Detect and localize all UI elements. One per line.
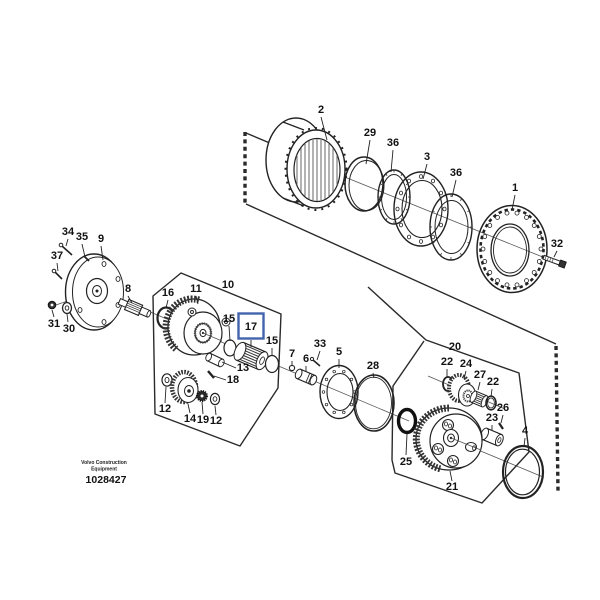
callout-5[interactable]: 5 — [336, 346, 342, 358]
callout-13[interactable]: 13 — [237, 362, 249, 374]
callout-37[interactable]: 37 — [51, 250, 63, 262]
part-12-washer-right — [209, 392, 221, 406]
callout-29[interactable]: 29 — [364, 127, 376, 139]
callout-27[interactable]: 27 — [474, 369, 486, 381]
parts — [47, 117, 567, 500]
main-diagonal-cut — [245, 203, 557, 345]
callout-7[interactable]: 7 — [289, 348, 295, 360]
callout-12b[interactable]: 12 — [210, 415, 222, 427]
part-6-plug — [294, 368, 318, 386]
callout-6[interactable]: 6 — [303, 353, 309, 365]
callout-4[interactable]: 4 — [522, 425, 529, 437]
callout-19[interactable]: 19 — [197, 414, 209, 426]
callout-35[interactable]: 35 — [76, 231, 88, 243]
part-36-bearing-left — [377, 169, 411, 225]
callout-15a[interactable]: 15 — [223, 313, 235, 325]
part-8-shaft — [117, 297, 152, 318]
footer-document-number: 1028427 — [86, 474, 127, 486]
callout-36a[interactable]: 36 — [387, 137, 399, 149]
part-30-washer — [61, 301, 73, 315]
part-13-pin — [205, 352, 225, 368]
part-25-o-ring — [396, 407, 418, 435]
callout-36b[interactable]: 36 — [450, 167, 462, 179]
callout-9[interactable]: 9 — [98, 233, 104, 245]
callout-18[interactable]: 18 — [227, 374, 239, 386]
callout-8[interactable]: 8 — [125, 283, 131, 295]
callout-3[interactable]: 3 — [424, 151, 430, 163]
part-21-planet-carrier — [412, 404, 483, 473]
part-34-screw — [58, 242, 73, 256]
callout-32[interactable]: 32 — [551, 238, 563, 250]
assembly-10-boundary — [152, 272, 282, 447]
part-19-small-gear — [196, 390, 208, 402]
callout-16[interactable]: 16 — [162, 287, 174, 299]
right-section-dashed-edge — [554, 345, 560, 492]
callout-22b[interactable]: 22 — [487, 376, 499, 388]
highlight-box[interactable] — [237, 312, 265, 340]
part-12-washer-left-hole — [164, 376, 170, 384]
footer-brand-line1: Volvo Construction — [81, 460, 127, 466]
callout-12a[interactable]: 12 — [159, 403, 171, 415]
part-12-washer-left — [161, 373, 173, 387]
part-27-splined-sleeve — [469, 390, 489, 408]
callout-10[interactable]: 10 — [222, 279, 234, 291]
selected-callout-17[interactable]: 17 — [237, 312, 265, 340]
part-4-ring — [501, 444, 545, 500]
part-36-bearing-right — [429, 193, 473, 261]
part-37-screw — [51, 268, 63, 280]
callout-20[interactable]: 20 — [449, 341, 461, 353]
callout-labels: 2 29 36 3 36 1 32 34 35 9 37 31 30 8 16 … — [48, 104, 563, 493]
callout-25[interactable]: 25 — [400, 456, 412, 468]
callout-23[interactable]: 23 — [486, 412, 498, 424]
callout-21[interactable]: 21 — [446, 481, 458, 493]
callout-2[interactable]: 2 — [318, 104, 324, 116]
callout-17[interactable]: 17 — [245, 321, 257, 333]
part-2-ring-gear — [265, 117, 348, 211]
part-31-nut — [47, 300, 57, 310]
part-32-bolt — [542, 254, 567, 269]
callout-1[interactable]: 1 — [512, 182, 518, 194]
part-7-ball — [288, 364, 296, 372]
callout-14[interactable]: 14 — [184, 413, 197, 425]
footer-brand-line2: Equipment — [91, 467, 117, 473]
part-15-washer-right — [264, 354, 280, 374]
callout-24[interactable]: 24 — [460, 358, 473, 370]
callout-28[interactable]: 28 — [367, 360, 379, 372]
part-3-flange-ring — [393, 171, 449, 247]
part-26-pin — [498, 422, 504, 430]
leader-lines — [51, 116, 558, 482]
callout-31[interactable]: 31 — [48, 318, 60, 330]
part-18-pin — [207, 370, 215, 379]
part-23-cylinder-pin — [480, 427, 504, 447]
part-33-screw — [309, 356, 321, 367]
callout-11[interactable]: 11 — [190, 283, 202, 295]
callout-22a[interactable]: 22 — [441, 356, 453, 368]
part-9-cover-plate — [64, 253, 124, 331]
callout-15b[interactable]: 15 — [266, 335, 278, 347]
callout-30[interactable]: 30 — [63, 323, 75, 335]
callout-26[interactable]: 26 — [497, 402, 509, 414]
part-17-splined-coupling — [233, 341, 269, 371]
callout-33[interactable]: 33 — [314, 338, 326, 350]
footer: Volvo Construction Equipment 1028427 — [81, 460, 127, 486]
part-14-gear — [169, 369, 199, 405]
callout-34[interactable]: 34 — [62, 226, 75, 238]
part-11-planet-carrier — [162, 295, 231, 356]
